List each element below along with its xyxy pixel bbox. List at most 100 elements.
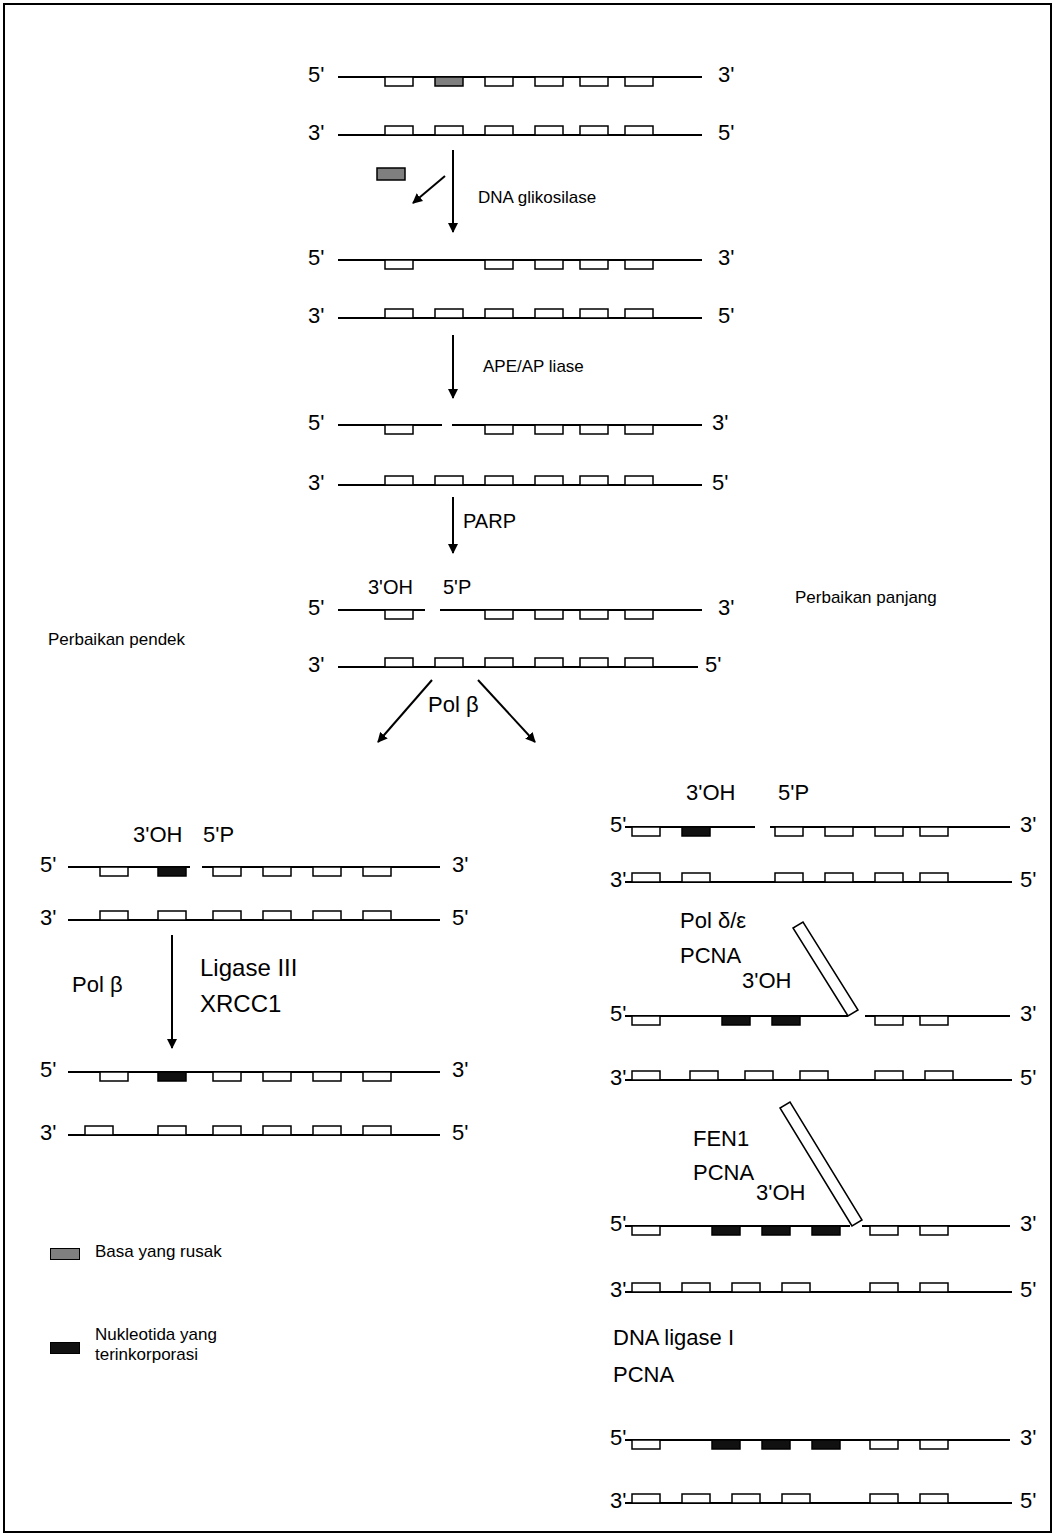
nucleotide-symbol: [535, 260, 563, 269]
enzyme-label: PCNA: [680, 943, 741, 968]
nucleotide-symbol: [625, 476, 653, 485]
nucleotide-symbol: [920, 1440, 948, 1449]
enzyme-label: PCNA: [693, 1160, 754, 1185]
nucleotide-symbol: [625, 658, 653, 667]
nucleotide-symbol: [313, 867, 341, 876]
end-group-label: 5'P: [778, 780, 809, 805]
nucleotide-symbol: [870, 1283, 898, 1292]
strand-end: 5': [712, 470, 728, 495]
end-group-label: 3'OH: [368, 576, 413, 599]
nucleotide-symbol: [732, 1283, 760, 1292]
strand-end: 3': [452, 1057, 468, 1082]
enzyme-label: DNA glikosilase: [478, 188, 596, 208]
nucleotide-symbol: [712, 1440, 740, 1449]
nucleotide-symbol: [385, 425, 413, 434]
strand-end: 5': [1020, 1488, 1036, 1513]
nucleotide-symbol: [535, 425, 563, 434]
nucleotide-symbol: [625, 425, 653, 434]
strand-end: 3': [308, 470, 324, 495]
strand-end: 3': [718, 595, 734, 620]
nucleotide-symbol: [385, 610, 413, 619]
nucleotide-symbol: [535, 476, 563, 485]
nucleotide-symbol: [625, 610, 653, 619]
nucleotide-symbol: [485, 610, 513, 619]
nucleotide-symbol: [875, 1016, 903, 1025]
enzyme-label: Pol β: [72, 972, 123, 997]
strand-end: 3': [610, 1065, 626, 1090]
nucleotide-symbol: [313, 911, 341, 920]
strand-end: 5': [705, 652, 721, 677]
strand-end: 3': [610, 1277, 626, 1302]
nucleotide-symbol: [682, 827, 710, 836]
strand-end: 5': [1020, 1277, 1036, 1302]
strand-end: 3': [1020, 812, 1036, 837]
nucleotide-symbol: [158, 867, 186, 876]
nucleotide-symbol: [825, 873, 853, 882]
nucleotide-symbol: [435, 77, 463, 86]
nucleotide-symbol: [625, 126, 653, 135]
nucleotide-symbol: [580, 610, 608, 619]
strand-end: 3': [712, 410, 728, 435]
pathway-label: Perbaikan panjang: [795, 588, 937, 608]
nucleotide-symbol: [580, 126, 608, 135]
nucleotide-symbol: [435, 658, 463, 667]
strand-end: 5': [452, 1120, 468, 1145]
nucleotide-symbol: [313, 1126, 341, 1135]
strand-end: 5': [610, 812, 626, 837]
nucleotide-symbol: [385, 476, 413, 485]
dna-flap: [780, 1102, 862, 1226]
step-arrow: [171, 935, 173, 1048]
strand-end: 5': [308, 410, 324, 435]
nucleotide-symbol: [632, 1283, 660, 1292]
nucleotide-symbol: [870, 1494, 898, 1503]
nucleotide-symbol: [535, 658, 563, 667]
nucleotide-symbol: [632, 827, 660, 836]
nucleotide-symbol: [263, 911, 291, 920]
nucleotide-symbol: [363, 867, 391, 876]
nucleotide-symbol: [762, 1226, 790, 1235]
nucleotide-symbol: [263, 1126, 291, 1135]
nucleotide-symbol: [580, 309, 608, 318]
enzyme-label: APE/AP liase: [483, 357, 584, 377]
nucleotide-symbol: [920, 1226, 948, 1235]
nucleotide-symbol: [100, 911, 128, 920]
strand-end: 5': [718, 303, 734, 328]
nucleotide-symbol: [722, 1016, 750, 1025]
step-arrow: [452, 335, 454, 398]
strand-end: 5': [1020, 867, 1036, 892]
branch-arrow: [478, 680, 535, 742]
nucleotide-symbol: [385, 77, 413, 86]
nucleotide-symbol: [363, 1126, 391, 1135]
end-group-label: 3'OH: [742, 968, 791, 993]
nucleotide-symbol: [782, 1494, 810, 1503]
nucleotide-symbol: [485, 476, 513, 485]
nucleotide-symbol: [385, 309, 413, 318]
enzyme-label: PCNA: [613, 1362, 674, 1387]
nucleotide-symbol: [535, 77, 563, 86]
enzyme-label: XRCC1: [200, 990, 281, 1018]
branch-arrow: [378, 680, 432, 742]
nucleotide-symbol: [775, 827, 803, 836]
nucleotide-symbol: [632, 1016, 660, 1025]
end-group-label: 5'P: [443, 576, 471, 599]
nucleotide-symbol: [313, 1072, 341, 1081]
nucleotide-symbol: [870, 1226, 898, 1235]
nucleotide-symbol: [100, 1072, 128, 1081]
strand-end: 5': [610, 1001, 626, 1026]
strand-end: 5': [40, 1057, 56, 1082]
enzyme-label: PARP: [463, 510, 516, 533]
nucleotide-symbol: [775, 873, 803, 882]
nucleotide-symbol: [920, 1494, 948, 1503]
nucleotide-symbol: [435, 309, 463, 318]
strand-end: 5': [610, 1425, 626, 1450]
nucleotide-symbol: [485, 260, 513, 269]
nucleotide-symbol: [875, 1071, 903, 1080]
strand-end: 3': [1020, 1001, 1036, 1026]
strand-end: 3': [718, 62, 734, 87]
nucleotide-symbol: [690, 1071, 718, 1080]
release-arrow: [413, 176, 445, 203]
strand-end: 5': [308, 595, 324, 620]
end-group-label: 3'OH: [133, 822, 182, 847]
nucleotide-symbol: [875, 827, 903, 836]
